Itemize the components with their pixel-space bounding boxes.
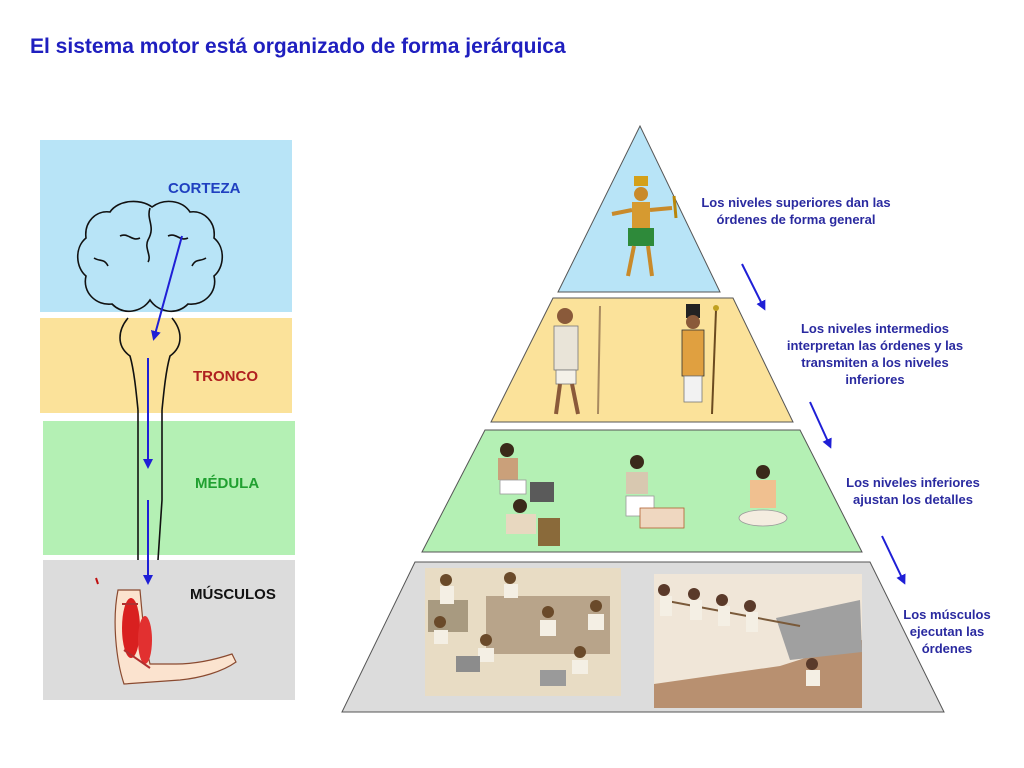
brain-icon <box>76 200 224 312</box>
arrow-corteza-tronco <box>151 235 183 341</box>
spinal-cord-icon <box>137 410 163 561</box>
arrow-note-2 <box>809 401 832 449</box>
note-musculos: Los músculos ejecutan las órdenes <box>903 607 991 656</box>
page-title: El sistema motor está organizado de form… <box>30 35 566 58</box>
label-corteza: CORTEZA <box>168 180 241 197</box>
arm-muscle-icon <box>95 577 237 685</box>
pyramid-tier-second <box>490 297 794 423</box>
band-tronco <box>40 318 292 413</box>
pharaoh-figure-icon <box>611 176 678 277</box>
note-superiores: Los niveles superiores dan las órdenes d… <box>701 195 891 227</box>
label-musculos: MÚSCULOS <box>190 586 276 603</box>
label-medula: MÉDULA <box>195 475 260 492</box>
band-medula <box>43 421 295 555</box>
workers-figures-icon <box>425 568 862 708</box>
note-intermedios: Los niveles intermedios interpretan las … <box>786 321 964 387</box>
scribe-figures-icon <box>498 443 788 546</box>
arrow-note-3 <box>881 535 906 585</box>
note-inferiores: Los niveles inferiores ajustan los detal… <box>846 475 980 507</box>
priest-figure-icon <box>553 305 601 415</box>
label-tronco: TRONCO <box>193 368 258 385</box>
brainstem-icon <box>119 317 181 411</box>
band-corteza <box>40 140 292 312</box>
nobleman-figure-icon <box>681 304 719 415</box>
arrow-note-1 <box>741 263 766 311</box>
